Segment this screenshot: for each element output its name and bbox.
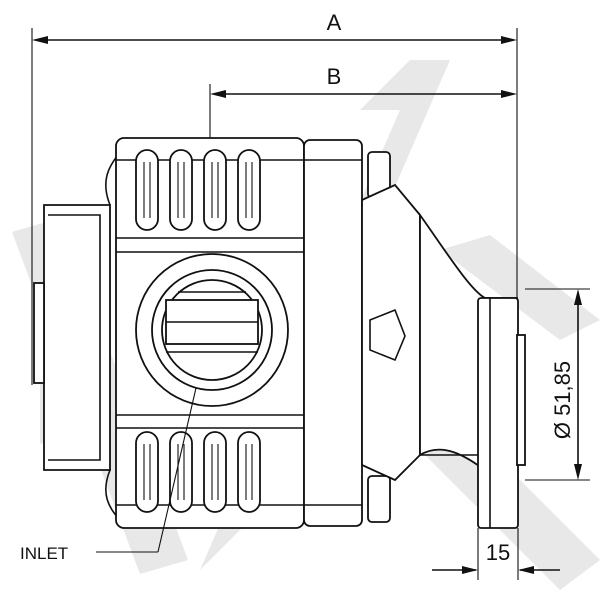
dimension-a: A <box>31 10 518 385</box>
inlet-callout: INLET <box>20 387 197 563</box>
dimension-a-label: A <box>327 10 342 35</box>
dimension-flange-thickness-label: 15 <box>486 540 510 565</box>
dimension-diameter: Ø 51,85 <box>525 288 590 481</box>
inlet-label: INLET <box>20 544 68 563</box>
inlet-port <box>135 253 289 407</box>
cooling-fins-bottom <box>135 431 261 513</box>
dimension-b-label: B <box>327 64 342 89</box>
dimension-diameter-label: Ø 51,85 <box>550 361 575 439</box>
cooling-fins-top <box>135 149 261 231</box>
dimension-flange-thickness: 15 <box>432 528 560 580</box>
